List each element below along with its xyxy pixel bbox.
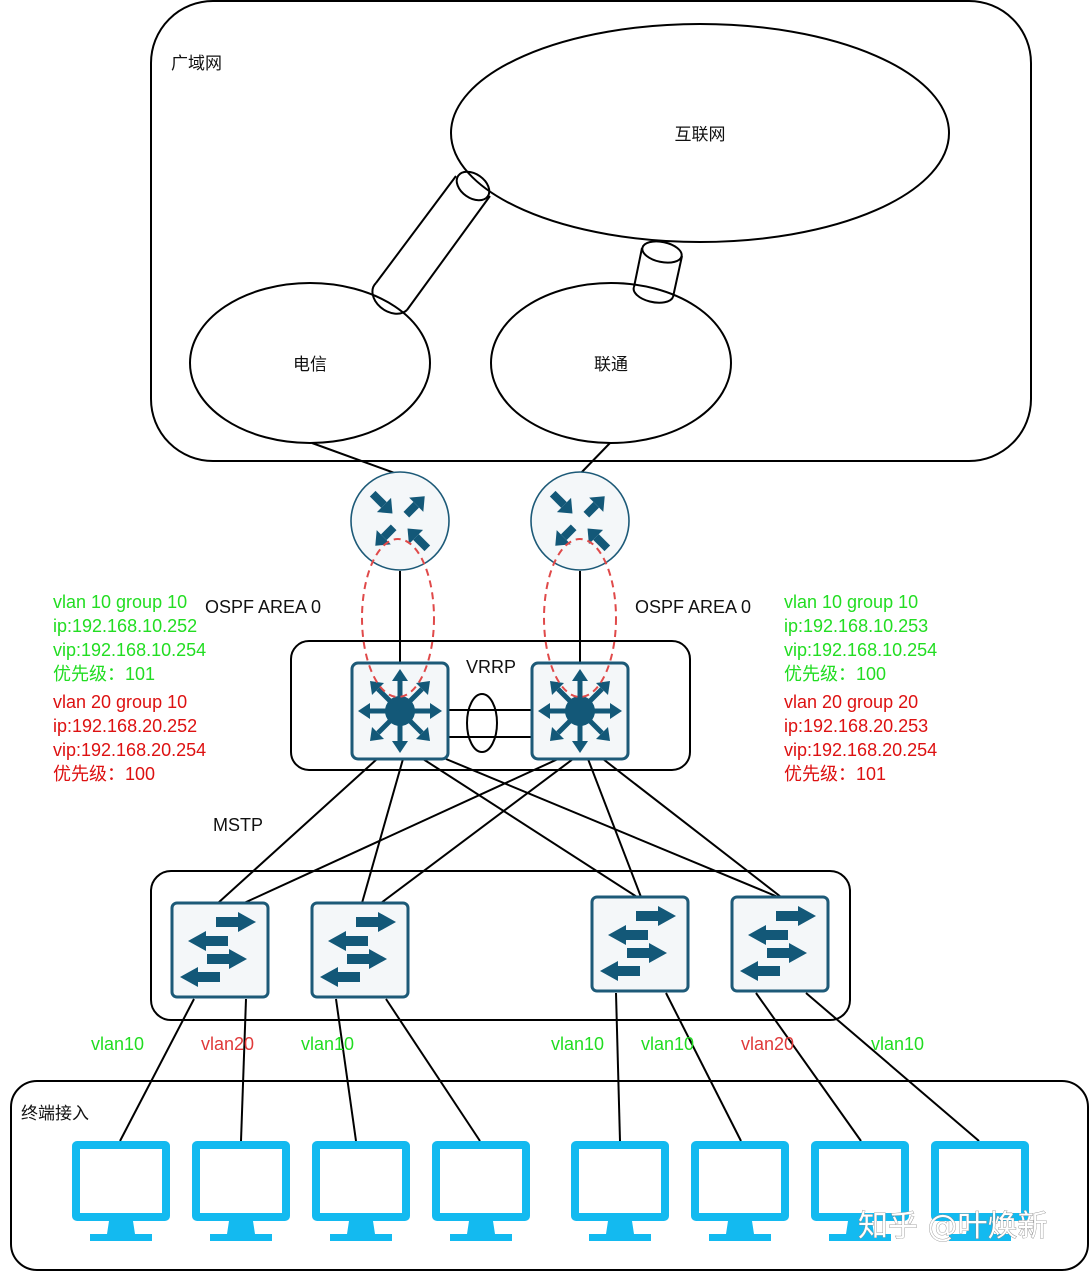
- router-left-icon[interactable]: [350, 471, 450, 571]
- right-vlan10-group: vlan 10 group 10: [784, 592, 918, 612]
- isp-unicom-node: [490, 282, 732, 444]
- vlan-label-1: vlan10: [91, 1034, 144, 1054]
- unicom-router-link: [578, 442, 611, 476]
- terminal-5-monitor-icon[interactable]: [571, 1141, 669, 1241]
- left-vlan20-group: vlan 20 group 10: [53, 692, 187, 712]
- internet-cloud: [450, 23, 950, 243]
- left-vlan10-vip: vip:192.168.10.254: [53, 640, 206, 660]
- left-vlan10-ip: ip:192.168.10.252: [53, 616, 197, 636]
- right-vlan10-vip: vip:192.168.10.254: [784, 640, 937, 660]
- vlan-label-4: vlan10: [551, 1034, 604, 1054]
- vlan-label-2: vlan20: [201, 1034, 254, 1054]
- left-vlan10-group: vlan 10 group 10: [53, 592, 187, 612]
- isp-unicom-label: 联通: [594, 355, 628, 375]
- unicom-internet-link-cylinder: [632, 240, 683, 304]
- access-downlinks: [119, 992, 980, 1142]
- right-vlan10-ip: ip:192.168.10.253: [784, 616, 928, 636]
- ospf-area-right-label: OSPF AREA 0: [635, 597, 751, 617]
- access-switch-4-icon[interactable]: [730, 895, 830, 993]
- vrrp-label: VRRP: [466, 657, 516, 677]
- internet-label: 互联网: [675, 125, 726, 145]
- isp-telecom-label: 电信: [293, 355, 327, 375]
- access-switch-1-icon[interactable]: [170, 901, 270, 999]
- vlan-labels: vlan10 vlan20 vlan10 vlan10 vlan10 vlan2…: [91, 1034, 924, 1054]
- terminal-access-container: [10, 1080, 1089, 1271]
- telecom-internet-link-cylinder: [371, 170, 491, 315]
- left-core-config: vlan 10 group 10 ip:192.168.10.252 vip:1…: [53, 592, 206, 784]
- vrrp-group-container: [290, 640, 691, 771]
- vlan-label-6: vlan20: [741, 1034, 794, 1054]
- access-switch-3-icon[interactable]: [590, 895, 690, 993]
- left-vlan20-ip: ip:192.168.20.252: [53, 716, 197, 736]
- vrrp-ring-right: [543, 538, 617, 698]
- ospf-area-left-label: OSPF AREA 0: [205, 597, 321, 617]
- vlan-label-7: vlan10: [871, 1034, 924, 1054]
- terminal-3-monitor-icon[interactable]: [312, 1141, 410, 1241]
- terminal-1-monitor-icon[interactable]: [72, 1141, 170, 1241]
- mstp-label: MSTP: [213, 815, 263, 835]
- left-vlan10-priority: 优先级：101: [53, 664, 155, 684]
- terminal-6-monitor-icon[interactable]: [691, 1141, 789, 1241]
- right-vlan20-vip: vip:192.168.20.254: [784, 740, 937, 760]
- access-switch-2-icon[interactable]: [310, 901, 410, 999]
- vrrp-ring-left: [361, 538, 435, 698]
- terminal-access-label: 终端接入: [21, 1104, 89, 1124]
- access-switch-container: [150, 870, 851, 1021]
- isp-telecom-node: [189, 282, 431, 444]
- right-vlan20-priority: 优先级：101: [784, 764, 886, 784]
- mstp-uplinks: [217, 758, 782, 904]
- wan-zone-label: 广域网: [171, 54, 222, 74]
- right-vlan10-priority: 优先级：100: [784, 664, 886, 684]
- router-right-icon[interactable]: [530, 471, 630, 571]
- right-vlan20-group: vlan 20 group 20: [784, 692, 918, 712]
- link-aggregation-oval: [466, 693, 498, 753]
- vlan-label-5: vlan10: [641, 1034, 694, 1054]
- telecom-router-link: [311, 442, 401, 476]
- terminal-2-monitor-icon[interactable]: [192, 1141, 290, 1241]
- right-core-config: vlan 10 group 10 ip:192.168.10.253 vip:1…: [784, 592, 937, 784]
- vlan-label-3: vlan10: [301, 1034, 354, 1054]
- core-switch-right-icon[interactable]: [532, 663, 628, 759]
- wan-zone-container: [150, 0, 1032, 462]
- watermark: 知乎 @叶焕新: [858, 1209, 1048, 1244]
- left-vlan20-priority: 优先级：100: [53, 764, 155, 784]
- terminal-4-monitor-icon[interactable]: [432, 1141, 530, 1241]
- core-switch-left-icon[interactable]: [352, 663, 448, 759]
- left-vlan20-vip: vip:192.168.20.254: [53, 740, 206, 760]
- right-vlan20-ip: ip:192.168.20.253: [784, 716, 928, 736]
